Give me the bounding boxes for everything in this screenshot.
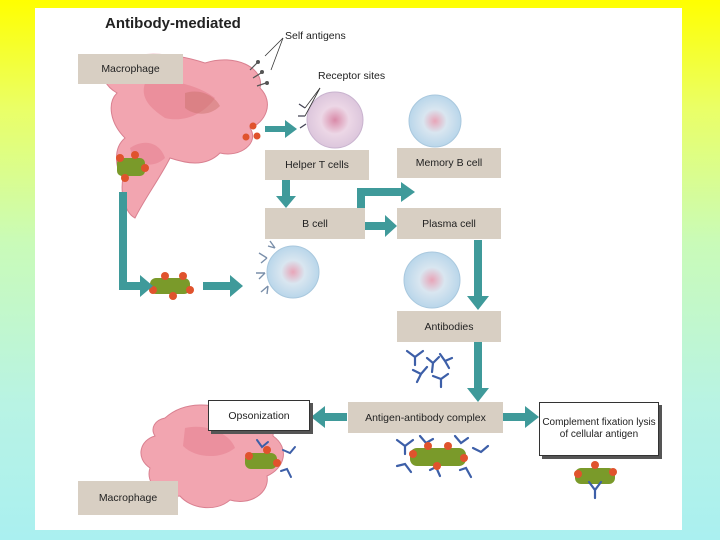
label-macrophage-bottom: Macrophage <box>78 481 178 515</box>
plasma-cell-shape <box>403 251 461 309</box>
arrow-complex-to-complement <box>503 406 539 428</box>
self-antigens-callout: Self antigens <box>285 30 346 42</box>
b-cell-shape <box>256 240 320 299</box>
helper-t-cell-shape <box>298 87 364 149</box>
receptor-sites-callout: Receptor sites <box>318 70 386 82</box>
arrow-helper-t-to-b-cell <box>276 180 296 208</box>
antigen-on-macrophage <box>116 122 261 182</box>
flow-arrows <box>119 120 539 428</box>
arrow-antibodies-to-complex <box>467 342 489 402</box>
label-antigen-antibody-complex: Antigen-antibody complex <box>348 402 503 433</box>
label-complement-fixation: Complement fixation lysis of cellular an… <box>539 402 659 456</box>
arrow-b-cell-to-plasma <box>365 215 397 237</box>
complement-lysis-shape <box>574 461 617 500</box>
label-helper-t-cells: Helper T cells <box>265 150 369 180</box>
memory-b-cell-shape <box>408 94 462 148</box>
diagram-panel: Antibody-mediated Self antigens Receptor… <box>35 8 682 530</box>
label-opsonization: Opsonization <box>208 400 310 431</box>
diagram-title: Antibody-mediated <box>105 15 241 32</box>
arrow-antigen-to-b-cell <box>203 275 243 297</box>
antigen-antibody-complex-shape <box>395 434 490 479</box>
label-plasma-cell: Plasma cell <box>397 208 501 239</box>
label-macrophage-top: Macrophage <box>78 54 183 84</box>
arrow-complex-to-opsonization <box>311 406 347 428</box>
label-memory-b-cell: Memory B cell <box>397 148 501 178</box>
antigen-particle <box>149 272 194 300</box>
label-b-cell: B cell <box>265 208 365 239</box>
antibodies-cluster <box>405 349 454 389</box>
arrow-macrophage-to-helper-t <box>265 120 297 138</box>
self-antigen-markers <box>249 37 284 87</box>
label-antibodies: Antibodies <box>397 311 501 342</box>
arrow-b-cell-to-memory <box>357 182 415 208</box>
arrow-macrophage-to-antigen <box>119 192 153 297</box>
arrow-plasma-to-antibodies <box>467 240 489 310</box>
macrophage-top-shape <box>103 53 268 219</box>
